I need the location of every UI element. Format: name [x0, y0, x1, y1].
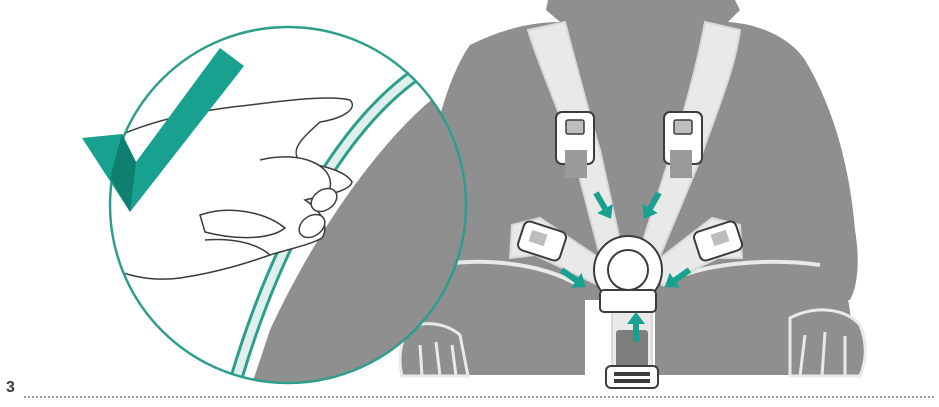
child-head [546, 0, 740, 22]
step-number: 3 [6, 379, 15, 397]
central-buckle [594, 236, 662, 312]
dotted-divider [24, 396, 934, 398]
crotch-buckle [606, 366, 658, 388]
